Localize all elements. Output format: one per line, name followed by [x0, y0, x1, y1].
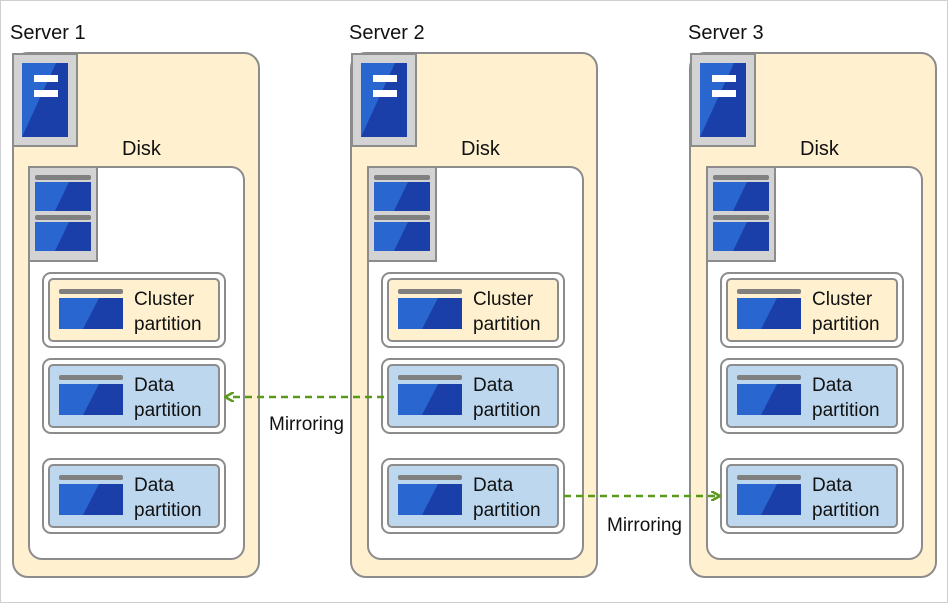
disk-stack-icon — [35, 175, 91, 251]
partition-drive-icon — [398, 289, 462, 329]
partition-label: Cluster partition — [473, 289, 541, 335]
partition-drive-icon — [398, 375, 462, 415]
partition-drive-icon — [59, 475, 123, 515]
partition-drive-icon — [59, 375, 123, 415]
partition-label: Data partition — [812, 375, 880, 421]
partition-label: Data partition — [473, 375, 541, 421]
server-icon — [361, 63, 407, 137]
partition-drive-icon — [59, 289, 123, 329]
partition-label: Data partition — [134, 475, 202, 521]
partition-label: Data partition — [473, 475, 541, 521]
partition-label: Data partition — [134, 375, 202, 421]
disk-stack-icon — [374, 175, 430, 251]
partition-drive-icon — [737, 375, 801, 415]
server-1-label: Server 1 — [10, 22, 86, 44]
server-2-data-partition-1: Data partition — [381, 358, 565, 434]
server-3-data-partition-2: Data partition — [720, 458, 904, 534]
server-2-disk-label: Disk — [461, 138, 500, 160]
server-1-disk-label: Disk — [122, 138, 161, 160]
disk-stack-icon — [713, 175, 769, 251]
server-2-cluster-partition: Cluster partition — [381, 272, 565, 348]
partition-label: Cluster partition — [134, 289, 202, 335]
server-1-cluster-partition: Cluster partition — [42, 272, 226, 348]
server-3-label: Server 3 — [688, 22, 764, 44]
mirroring-label-1: Mirroring — [263, 411, 350, 439]
partition-drive-icon — [398, 475, 462, 515]
server-icon — [22, 63, 68, 137]
partition-drive-icon — [737, 475, 801, 515]
partition-label: Data partition — [812, 475, 880, 521]
partition-drive-icon — [737, 289, 801, 329]
server-2-label: Server 2 — [349, 22, 425, 44]
server-3-disk-label: Disk — [800, 138, 839, 160]
partition-label: Cluster partition — [812, 289, 880, 335]
mirroring-label-2: Mirroring — [601, 512, 688, 540]
server-icon — [700, 63, 746, 137]
